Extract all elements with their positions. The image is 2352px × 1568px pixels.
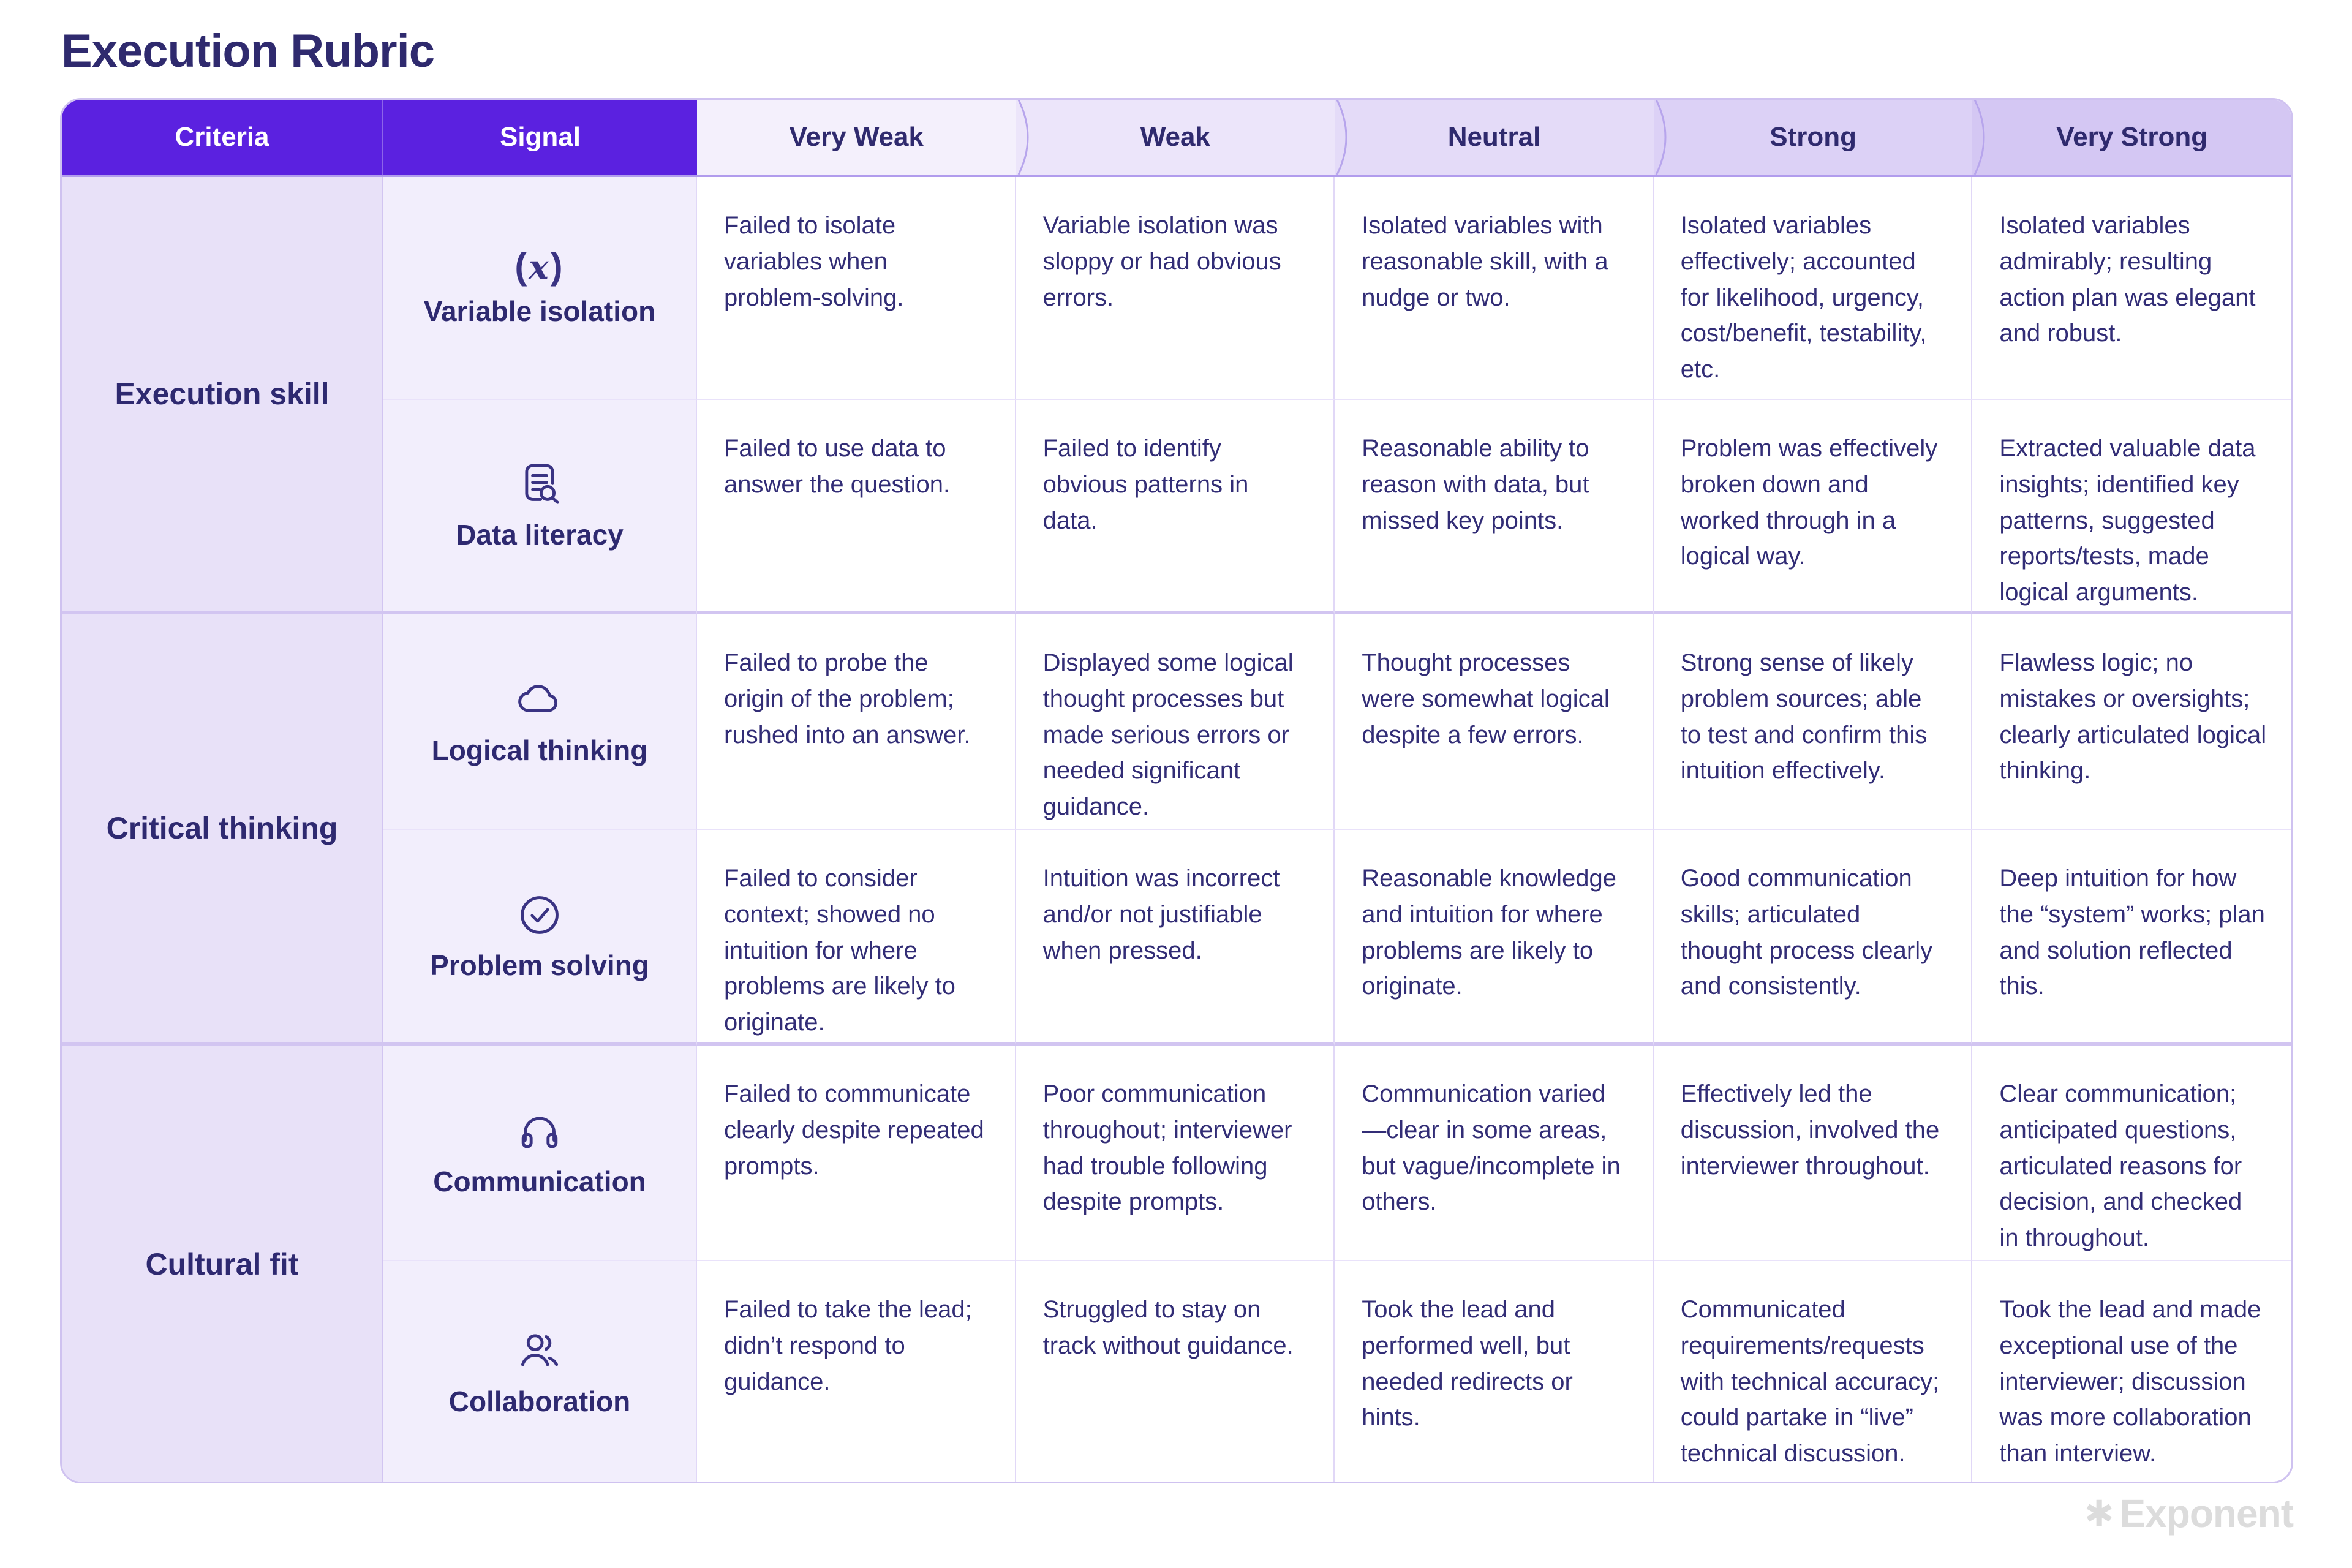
rubric-cell-logical-thinking-strong: Strong sense of likely problem sources; …: [1653, 614, 1973, 830]
rubric-cell-collaboration-very-weak: Failed to take the lead; didn’t respond …: [697, 1261, 1016, 1482]
chevron-separator-icon: [1655, 100, 1667, 175]
signal-cell-data-literacy: Data literacy: [383, 400, 697, 614]
signal-label: Communication: [433, 1166, 646, 1197]
criteria-cell-critical-thinking: Critical thinking: [62, 614, 383, 1046]
asterisk-icon: ✱: [2084, 1494, 2114, 1534]
rubric-cell-collaboration-strong: Communicated requirements/requests with …: [1653, 1261, 1973, 1482]
cloud-icon: [518, 685, 558, 712]
rubric-cell-variable-isolation-neutral: Isolated variables with reasonable skill…: [1335, 177, 1654, 400]
header-neutral: Neutral: [1335, 100, 1654, 177]
rubric-cell-data-literacy-neutral: Reasonable ability to reason with data, …: [1335, 400, 1654, 614]
scale-header-label: Very Strong: [2056, 122, 2208, 152]
signal-cell-logical-thinking: Logical thinking: [383, 614, 697, 830]
header-strong: Strong: [1653, 100, 1973, 177]
criteria-cell-cultural-fit: Cultural fit: [62, 1046, 383, 1482]
exponent-wordmark: Exponent: [2119, 1491, 2294, 1536]
exponent-logo: ✱ Exponent: [2084, 1491, 2294, 1536]
signal-cell-variable-isolation: (x) Variable isolation: [383, 177, 697, 400]
criteria-cell-execution-skill: Execution skill: [62, 177, 383, 614]
people-icon: [521, 1334, 559, 1366]
rubric-cell-variable-isolation-very-weak: Failed to isolate variables when problem…: [697, 177, 1016, 400]
signal-label: Variable isolation: [423, 295, 656, 327]
rubric-cell-data-literacy-weak: Failed to identify obvious patterns in d…: [1016, 400, 1335, 614]
signal-label: Data literacy: [456, 518, 624, 551]
rubric-cell-logical-thinking-very-weak: Failed to probe the origin of the proble…: [697, 614, 1016, 830]
rubric-cell-problem-solving-very-weak: Failed to consider context; showed no in…: [697, 830, 1016, 1046]
rubric-cell-problem-solving-very-strong: Deep intuition for how the “system” work…: [1972, 830, 2291, 1046]
header-criteria: Criteria: [62, 100, 383, 177]
header-weak: Weak: [1016, 100, 1335, 177]
headphones-icon: [521, 1117, 558, 1148]
scale-header-label: Neutral: [1447, 122, 1541, 152]
rubric-cell-variable-isolation-weak: Variable isolation was sloppy or had obv…: [1016, 177, 1335, 400]
signal-cell-communication: Communication: [383, 1046, 697, 1261]
rubric-cell-collaboration-weak: Struggled to stay on track without guida…: [1016, 1261, 1335, 1482]
rubric-cell-problem-solving-strong: Good communication skills; articulated t…: [1653, 830, 1973, 1046]
header-very-strong: Very Strong: [1972, 100, 2291, 177]
rubric-cell-variable-isolation-very-strong: Isolated variables admirably; resulting …: [1972, 177, 2291, 400]
signal-cell-problem-solving: Problem solving: [383, 830, 697, 1046]
signal-label: Problem solving: [430, 949, 649, 981]
rubric-cell-logical-thinking-weak: Displayed some logical thought processes…: [1016, 614, 1335, 830]
rubric-cell-communication-neutral: Communication varied—clear in some areas…: [1335, 1046, 1654, 1261]
rubric-cell-data-literacy-very-weak: Failed to use data to answer the questio…: [697, 400, 1016, 614]
rubric-cell-communication-weak: Poor communication throughout; interview…: [1016, 1046, 1335, 1261]
signal-cell-collaboration: Collaboration: [383, 1261, 697, 1482]
rubric-cell-problem-solving-weak: Intuition was incorrect and/or not justi…: [1016, 830, 1335, 1046]
scale-header-label: Strong: [1770, 122, 1856, 152]
signal-label: Collaboration: [448, 1385, 631, 1417]
rubric-cell-logical-thinking-very-strong: Flawless logic; no mistakes or oversight…: [1972, 614, 2291, 830]
function-x-icon: (x): [514, 246, 565, 287]
rubric-cell-data-literacy-strong: Problem was effectively broken down and …: [1653, 400, 1973, 614]
header-signal: Signal: [383, 100, 697, 177]
rubric-cell-data-literacy-very-strong: Extracted valuable data insights; identi…: [1972, 400, 2291, 614]
chevron-separator-icon: [1017, 100, 1029, 175]
rubric-cell-communication-strong: Effectively led the discussion, involved…: [1653, 1046, 1973, 1261]
page-title: Execution Rubric: [61, 25, 435, 77]
document-search-icon: [525, 464, 559, 504]
rubric-cell-logical-thinking-neutral: Thought processes were somewhat logical …: [1335, 614, 1654, 830]
chevron-separator-icon: [1974, 100, 1985, 175]
signal-label: Logical thinking: [431, 734, 648, 766]
rubric-cell-communication-very-weak: Failed to communicate clearly despite re…: [697, 1046, 1016, 1261]
rubric-cell-collaboration-very-strong: Took the lead and made exceptional use o…: [1972, 1261, 2291, 1482]
header-very-weak: Very Weak: [697, 100, 1016, 177]
scale-header-label: Weak: [1140, 122, 1210, 152]
check-circle-icon: [521, 895, 559, 934]
rubric-cell-collaboration-neutral: Took the lead and performed well, but ne…: [1335, 1261, 1654, 1482]
scale-header-label: Very Weak: [789, 122, 924, 152]
chevron-separator-icon: [1336, 100, 1348, 175]
rubric-cell-problem-solving-neutral: Reasonable knowledge and intuition for w…: [1335, 830, 1654, 1046]
rubric-cell-communication-very-strong: Clear communication; anticipated questio…: [1972, 1046, 2291, 1261]
rubric-cell-variable-isolation-strong: Isolated variables effectively; accounte…: [1653, 177, 1973, 400]
